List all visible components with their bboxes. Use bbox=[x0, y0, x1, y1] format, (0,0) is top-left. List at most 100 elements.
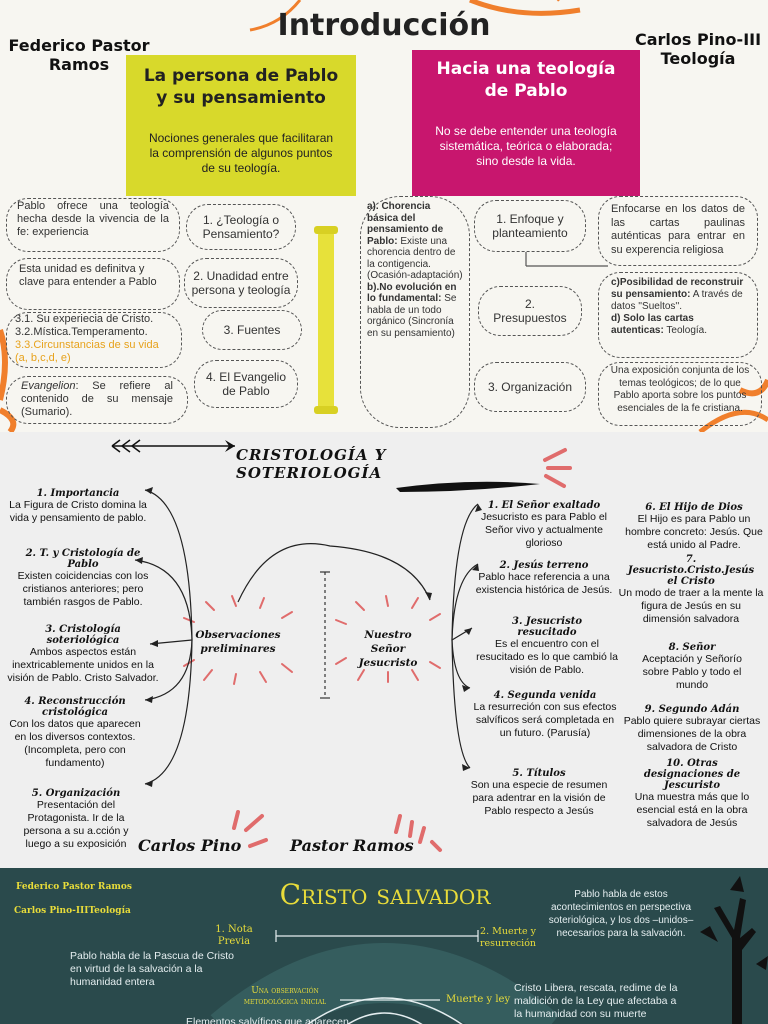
note-evangelion: Evangelion: Se refiere al contenido de s… bbox=[6, 376, 188, 424]
oval-unidad: 2. Unadidad entre persona y teología bbox=[184, 258, 298, 308]
right-panel: Hacia una teología de Pablo No se debe e… bbox=[412, 50, 640, 196]
note-evangelion-text: : Se refiere al contenido de su mensaje … bbox=[21, 380, 173, 418]
note-organizacion: Una exposición conjunta de los temas teo… bbox=[598, 362, 762, 426]
note-evangelion-term: Evangelion bbox=[21, 380, 76, 392]
topic-title: 4. Reconstrucción cristológica bbox=[24, 696, 126, 718]
left-panel-text: Nociones generales que facilitaran la co… bbox=[148, 131, 334, 175]
left-topic: 5. Organización Presentación del Protago… bbox=[10, 788, 142, 851]
author-left-line-1: Federico Pastor bbox=[8, 36, 150, 55]
left-panel-title-line-1: La persona de Pablo bbox=[143, 66, 339, 86]
topic-text: Existen coicidencias con los cristianos … bbox=[17, 570, 149, 608]
salvador-label-3: Una observación metodológica inicial bbox=[230, 986, 340, 1008]
topic-text: Pablo hace referencia a una existencia h… bbox=[475, 571, 613, 596]
signature-right: Pastor Ramos bbox=[290, 836, 414, 855]
right-panel-title: Hacia una teología de Pablo bbox=[412, 58, 640, 102]
right-panel-text: No se debe entender una teología sistemá… bbox=[435, 124, 617, 168]
middle-topic: 4. Segunda venida La resurreción con sus… bbox=[470, 690, 620, 740]
signature-left: Carlos Pino bbox=[138, 836, 242, 855]
right-topic: 8. Señor Aceptación y Señorío sobre Pabl… bbox=[630, 642, 754, 692]
salvador-text-right-bottom: Cristo Libera, rescata, redime de la mal… bbox=[514, 982, 678, 1020]
oval-teologia-pensamiento: 1. ¿Teología o Pensamiento? bbox=[186, 204, 296, 250]
topic-text: Con los datos que aparecen en los divers… bbox=[9, 718, 141, 769]
right-topic: 7. Jesucristo.Cristo.Jesús el Cristo Un … bbox=[616, 554, 766, 626]
left-topic: 1. Importancia La Figura de Cristo domin… bbox=[4, 488, 152, 525]
page-title: Introducción bbox=[277, 8, 491, 43]
topic-title: 5. Títulos bbox=[512, 768, 566, 779]
salvador-label-1-line-2: Previa bbox=[217, 936, 251, 947]
topic-text: Pablo quiere subrayar ciertas dimensione… bbox=[623, 715, 761, 753]
salvador-text-right-top: Pablo habla de estos acontecimientos en … bbox=[548, 889, 694, 939]
topic-text: La resurreción con sus efectos salvífico… bbox=[470, 701, 620, 740]
salvador-label-2: 2. Muerte y resurreción bbox=[478, 926, 538, 950]
author-right-line-2: Teología bbox=[660, 49, 736, 68]
middle-topic: 1. El Señor exaltado Jesucristo es para … bbox=[470, 500, 618, 550]
salvador-label-2-line-2: resurreción bbox=[479, 938, 537, 949]
note-enfoque: Enfocarse en los datos de las cartas pau… bbox=[598, 196, 758, 266]
cristologia-decor bbox=[111, 439, 572, 852]
right-panel-title-line-1: Hacia una teología bbox=[436, 59, 616, 79]
middle-topic: 5. Títulos Son una especie de resumen pa… bbox=[464, 768, 614, 818]
topic-text: Aceptación y Señorío sobre Pablo y todo … bbox=[642, 653, 742, 691]
topic-text: La Figura de Cristo domina la vida y pen… bbox=[9, 499, 147, 524]
oval-evangelio: 4. El Evangelio de Pablo bbox=[194, 360, 298, 408]
salvador-label-4: Muerte y ley bbox=[446, 994, 511, 1005]
topic-text: Es el encuentro con el resucitado es lo … bbox=[476, 638, 618, 676]
topic-title: 1. El Señor exaltado bbox=[487, 500, 601, 511]
topic-text: Jesucristo es para Pablo el Señor vivo y… bbox=[480, 511, 608, 549]
salvador-section: Federico Pastor Ramos Carlos Pino-IIITeo… bbox=[0, 868, 768, 1024]
topic-text: Un modo de traer a la mente la figura de… bbox=[618, 587, 764, 625]
author-right: Carlos Pino-III Teología bbox=[628, 30, 768, 68]
yellow-bar-icon bbox=[314, 226, 338, 414]
author-left-line-2: Ramos bbox=[48, 55, 110, 74]
topic-title: 3. Jesucristo resucitado bbox=[512, 616, 582, 638]
left-topic: 2. T. y Cristología de Pablo Existen coi… bbox=[4, 548, 162, 609]
note-experiencia: Pablo ofrece una teología hecha desde la… bbox=[6, 198, 180, 252]
topic-title: 3. Cristología soteriológica bbox=[45, 624, 121, 646]
salvador-title: Cristo salvador bbox=[279, 878, 491, 911]
salvador-author-2: Carlos Pino-IIITeología bbox=[14, 906, 131, 916]
topic-title: 7. Jesucristo.Cristo.Jesús el Cristo bbox=[627, 554, 755, 587]
salvador-label-3-line-1: Una observación bbox=[251, 986, 319, 996]
decorative-arcs bbox=[0, 0, 768, 432]
coherencia-a-text: Existe una chorencia dentro de la contig… bbox=[367, 235, 463, 282]
topic-text-span: La resurreción con sus efectos salvífico… bbox=[473, 701, 617, 739]
note-fuentes-3: 3.3.Circunstancias de su vida (a, b,c,d,… bbox=[15, 339, 159, 364]
intro-section: Introducción Federico Pastor Ramos Carlo… bbox=[0, 0, 768, 432]
salvador-label-2-line-1: 2. Muerte y bbox=[480, 926, 536, 937]
left-topic: 4. Reconstrucción cristológica Con los d… bbox=[4, 696, 146, 770]
note-fuentes: 3.1. Su experiecia de Cristo. 3.2.Místic… bbox=[6, 312, 182, 368]
salvador-decor bbox=[210, 876, 768, 1024]
oval-organizacion: 3. Organización bbox=[474, 362, 586, 412]
salvador-author-1: Federico Pastor Ramos bbox=[16, 882, 132, 892]
middle-topic: 3. Jesucristo resucitado Es el encuentro… bbox=[474, 616, 620, 677]
right-topic: 10. Otras designaciones de Jescuristo Un… bbox=[630, 758, 754, 830]
presupuestos-d-text: Teología. bbox=[666, 325, 707, 336]
topic-title: 4. Segunda venida bbox=[493, 690, 597, 701]
topic-text: Ambos aspectos están inextricablemente u… bbox=[7, 646, 159, 684]
presupuestos-d-title: d) Solo las cartas autenticas: bbox=[611, 313, 694, 336]
salvador-text-bottom: Elementos salvíficos que aparecen bbox=[186, 1016, 349, 1024]
salvador-text-left: Pablo habla de la Pascua de Cristo en vi… bbox=[70, 950, 235, 988]
note-fuentes-1: 3.1. Su experiecia de Cristo. bbox=[15, 313, 154, 325]
topic-title: 5. Organización bbox=[31, 788, 121, 799]
coherencia-b-text: Se habla de un todo orgánico (Sincronía … bbox=[367, 293, 457, 339]
cristologia-title: CRISTOLOGÍA Y SOTERIOLOGÍA bbox=[236, 446, 387, 482]
coherencia-a-title: a). Chorencia básica del pensamiento de … bbox=[367, 201, 444, 247]
topic-title: 10. Otras designaciones de Jescuristo bbox=[643, 758, 741, 791]
note-coherencia: a). Chorencia básica del pensamiento de … bbox=[360, 196, 470, 428]
topic-title: 2. Jesús terreno bbox=[499, 560, 589, 571]
salvador-label-1: 1. Nota Previa bbox=[204, 924, 264, 948]
connector-lines bbox=[525, 252, 608, 267]
topic-title: 8. Señor bbox=[668, 642, 716, 653]
topic-text: Son una especie de resumen para adentrar… bbox=[470, 779, 608, 817]
center-right-label: Nuestro Señor Jesucristo bbox=[358, 629, 418, 669]
presupuestos-c-text: A través de datos ''Sueltos''. bbox=[611, 289, 743, 312]
right-panel-title-line-2: de Pablo bbox=[484, 81, 568, 101]
note-fuentes-2: 3.2.Mística.Temperamento. bbox=[15, 326, 148, 338]
right-topic: 9. Segundo Adán Pablo quiere subrayar ci… bbox=[622, 704, 762, 754]
left-panel-title-line-2: y su pensamiento bbox=[156, 88, 326, 108]
topic-text: El Hijo es para Pablo un hombre concreto… bbox=[625, 513, 763, 551]
topic-title: 2. T. y Cristología de Pablo bbox=[25, 548, 141, 570]
oval-presupuestos: 2. Presupuestos bbox=[478, 286, 582, 336]
oval-fuentes: 3. Fuentes bbox=[202, 310, 302, 350]
